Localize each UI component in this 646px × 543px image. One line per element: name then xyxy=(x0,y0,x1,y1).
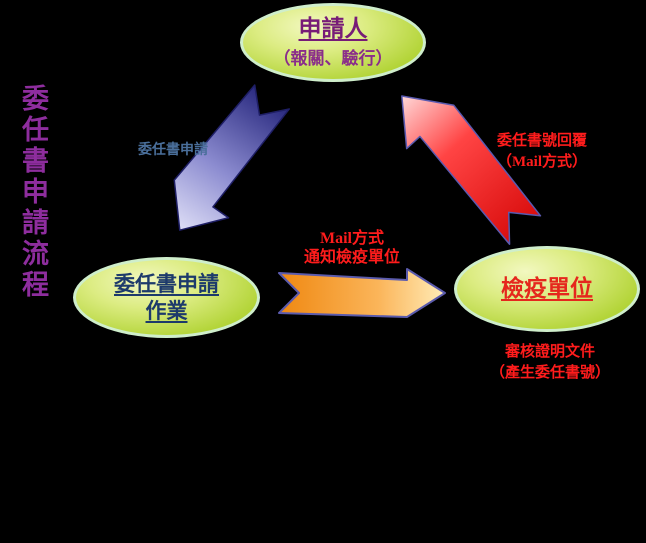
reply-arrow-label: 委任書號回覆 （Mail方式） xyxy=(472,131,612,173)
review-note: 審核證明文件 （產生委任書號） xyxy=(460,342,640,384)
apply-arrow-label: 委任書申請 xyxy=(138,143,208,158)
review-note-line1: 審核證明文件 xyxy=(504,344,595,360)
reply-arrow-label-line2: （Mail方式） xyxy=(497,154,587,170)
node-applicant-subtitle: （報關、驗行） xyxy=(273,48,393,68)
node-quarantine-title: 檢疫單位 xyxy=(501,275,593,301)
node-poa-operation-line1: 委任書申請 xyxy=(114,272,219,297)
notify-arrow-label-line1: Mail方式 xyxy=(320,230,384,247)
diagram-title: 委任書申請流程 xyxy=(18,84,48,301)
review-note-line2: （產生委任書號） xyxy=(489,365,610,381)
node-applicant-title: 申請人 xyxy=(298,16,368,42)
node-poa-operation-line2: 作業 xyxy=(145,298,188,323)
notify-arrow-label-line2: 通知檢疫單位 xyxy=(303,249,400,266)
reply-arrow-label-line1: 委任書號回覆 xyxy=(496,133,587,149)
node-poa-operation: 委任書申請 作業 xyxy=(73,257,260,338)
apply-arrow xyxy=(173,84,291,231)
notify-arrow xyxy=(278,268,446,318)
node-applicant: 申請人 （報關、驗行） xyxy=(240,3,426,82)
node-quarantine: 檢疫單位 xyxy=(454,246,640,332)
notify-arrow-label: Mail方式 通知檢疫單位 xyxy=(278,229,426,267)
reply-arrow xyxy=(401,95,542,245)
